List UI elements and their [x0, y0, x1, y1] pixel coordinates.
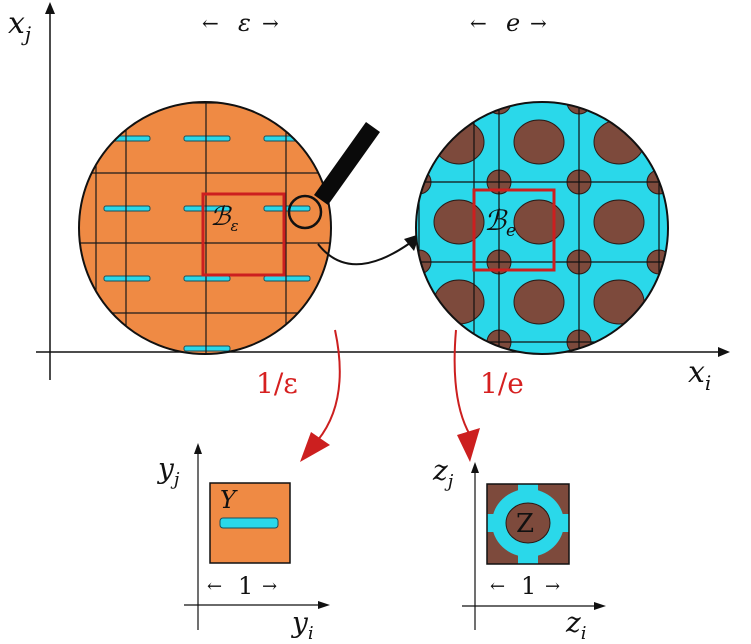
rescale-arrow-right: 1/e [453, 329, 524, 462]
scale-symbol-left: ε [238, 9, 251, 37]
left-composite-disc: ℬε [78, 101, 332, 355]
rescale-arrow-left: 1/ε [256, 329, 341, 462]
left-arrow-icon: ← [470, 11, 487, 35]
rescale-label-left: 1/ε [256, 367, 298, 400]
cell-name-y: Y [220, 486, 238, 514]
scale-symbol-right: e [506, 9, 520, 37]
right-arrow-icon: → [262, 576, 277, 597]
unit-width-z: 1 [521, 572, 536, 600]
main-axes: xj xi [8, 2, 730, 395]
rescale-label-right: 1/e [480, 367, 524, 400]
cell-name-z: Z [516, 509, 534, 539]
scale-indicator-right: ← e → [470, 9, 547, 37]
unit-width-y: 1 [238, 572, 253, 600]
right-arrow-icon: → [545, 576, 560, 597]
axis-label-zj: zj [432, 454, 454, 492]
zoom-arrow [317, 234, 420, 266]
left-arrow-icon: ← [207, 576, 222, 597]
scale-indicator-left: ← ε → [202, 9, 279, 37]
cell-label-right: ℬe [484, 204, 516, 241]
inclusion-y [219, 517, 279, 529]
left-arrow-icon: ← [202, 11, 219, 35]
axis-label-zi: zi [565, 606, 587, 644]
right-arrow-icon: → [530, 11, 547, 35]
cell-label-left: ℬε [210, 202, 239, 235]
cell-box-left [201, 192, 286, 277]
magnifier-icon [287, 122, 380, 230]
cell-box-right [472, 188, 556, 272]
right-arrow-icon: → [262, 11, 279, 35]
vertical-axis-label: xj [8, 6, 31, 46]
axis-label-yj: yj [156, 452, 180, 490]
horizontal-axis-label: xi [688, 355, 711, 395]
right-composite-disc: ℬe [415, 101, 669, 355]
unit-cell-y: Y yj yi ← 1 → [156, 443, 330, 644]
horizontal-axis-arrow [718, 347, 730, 357]
axis-label-yi: yi [290, 606, 314, 644]
unit-cell-z: Z zj zi ← 1 → [432, 454, 606, 644]
vertical-axis-arrow [45, 2, 55, 14]
left-arrow-icon: ← [490, 576, 505, 597]
